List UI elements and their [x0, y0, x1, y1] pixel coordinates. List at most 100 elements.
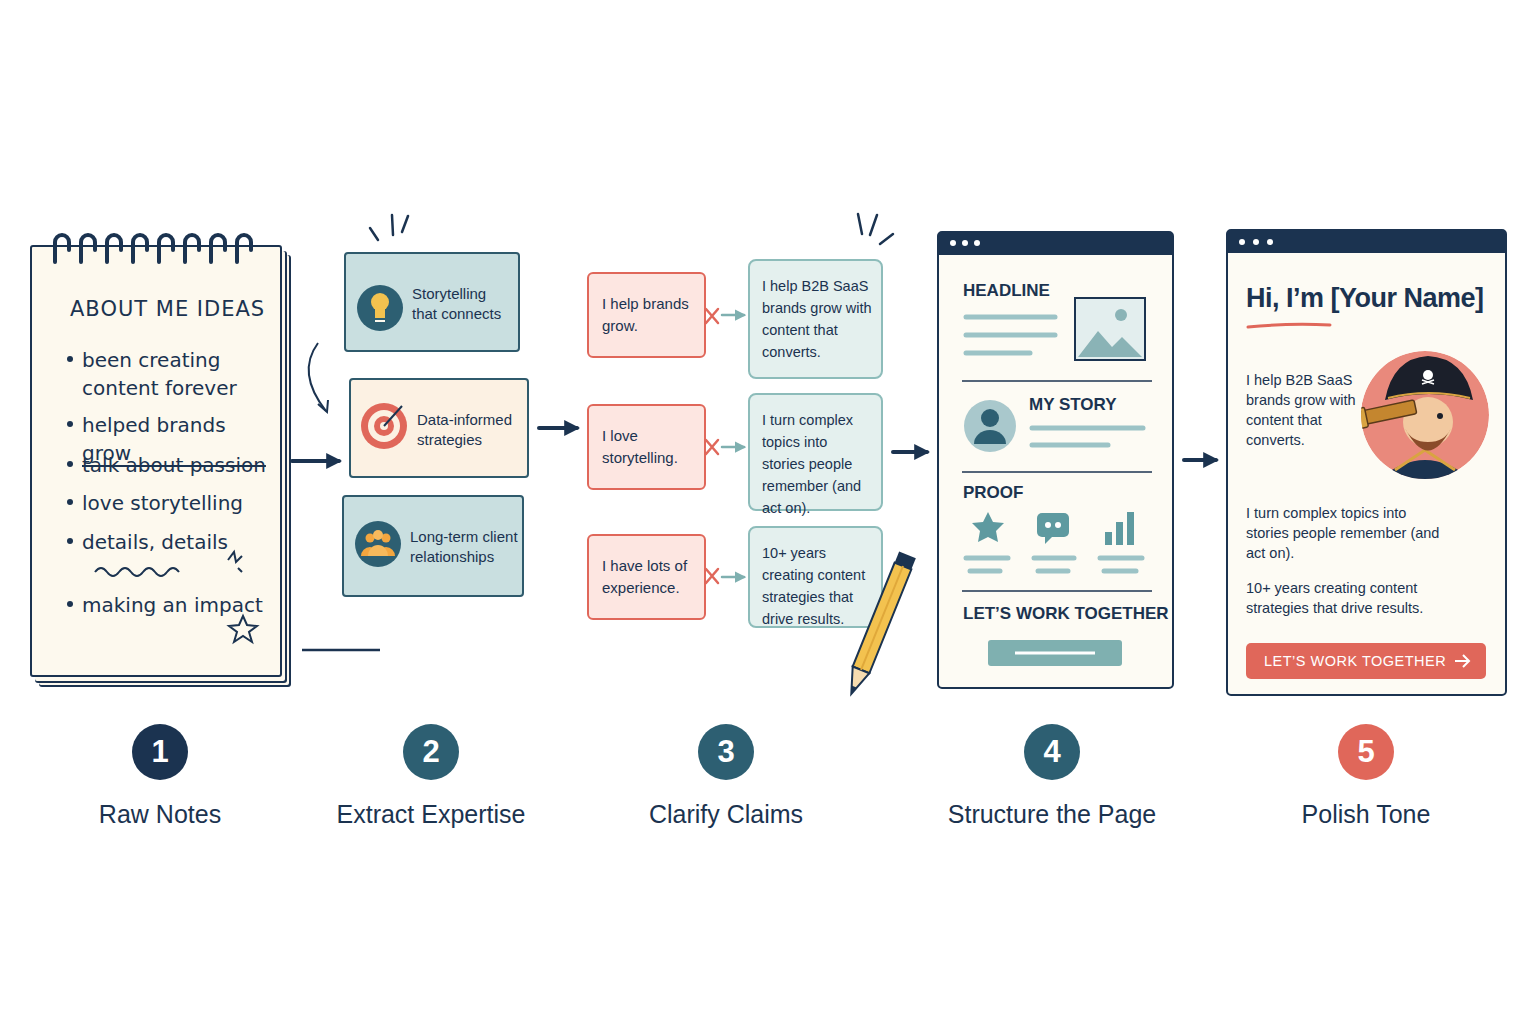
coat-trim: [1395, 450, 1455, 470]
section-label: PROOF: [963, 483, 1023, 503]
claim-text: I help B2B SaaS brands grow with content…: [762, 275, 874, 363]
flow-arrow: [722, 446, 744, 449]
window-dots: [950, 239, 1273, 246]
telescope: [1355, 397, 1418, 429]
ring: [159, 235, 173, 262]
flow-arrow: [1184, 458, 1216, 462]
step-label: Raw Notes: [99, 800, 221, 829]
note-item: love storytelling: [82, 489, 277, 517]
step-number: 5Polish Tone: [1338, 724, 1394, 780]
expertise-card: Storytelling that connects: [344, 252, 520, 352]
x-mark: [706, 309, 718, 323]
flow-arrow: [722, 576, 744, 579]
person-body: [368, 545, 388, 556]
crossed-note: talk about passion: [82, 451, 277, 479]
note-item: making an impact: [82, 591, 277, 619]
divider: [962, 471, 1152, 473]
clear-claim: 10+ years creating content strategies th…: [748, 526, 883, 628]
notebook-heading: ABOUT ME IDEAS: [70, 297, 265, 321]
avatar-disc: [964, 400, 1016, 452]
target-ring: [361, 403, 407, 449]
placeholder-line: [1034, 556, 1074, 561]
note-item: been creating content forever: [82, 346, 247, 402]
window-dot: [974, 240, 980, 246]
step-number: 3Clarify Claims: [698, 724, 754, 780]
placeholder-line: [966, 315, 1055, 320]
star-doodle: [229, 616, 257, 642]
quote-bubble: [1037, 513, 1069, 537]
page-wireframe: HEADLINEMY STORYPROOFLET’S WORK TOGETHER: [937, 231, 1174, 689]
flow-arrow: [893, 450, 927, 454]
target-icon: [361, 403, 407, 449]
claim-text: I help brands grow.: [602, 293, 698, 337]
window-dot: [1239, 239, 1245, 245]
pirate-hat: [1385, 356, 1473, 400]
hat-trim: [1388, 393, 1470, 398]
vague-claim: I love storytelling.: [587, 404, 706, 490]
placeholder-line: [970, 569, 1000, 574]
section-label: HEADLINE: [963, 281, 1050, 301]
bar: [1116, 522, 1123, 545]
ring: [133, 235, 147, 262]
curved-arrow-head: [318, 400, 328, 412]
bulb-glass: [371, 293, 389, 311]
pencil: [843, 552, 916, 698]
portrait-disc: [1361, 351, 1489, 479]
pirate-beard: [1405, 428, 1451, 451]
quote-mark: [1055, 522, 1061, 528]
star-icon: [972, 512, 1004, 542]
sparkle: [370, 214, 893, 244]
button-line: [1015, 652, 1095, 655]
underline-stroke: [302, 649, 380, 652]
button-arrow: [1455, 655, 1469, 667]
bar: [1105, 532, 1112, 545]
sparkle-line: [402, 216, 408, 232]
pencil-eraser: [895, 552, 916, 570]
expertise-card: Data-informed strategies: [349, 378, 529, 478]
step-number: 2Extract Expertise: [403, 724, 459, 780]
scribble: [228, 552, 242, 572]
card-text: Data-informed strategies: [417, 410, 522, 450]
quote-mark: [1045, 522, 1051, 528]
bulb-thread: [375, 320, 385, 322]
step-number-text: 1: [132, 724, 188, 780]
sparkle-line: [870, 215, 877, 235]
window-dot: [1267, 239, 1273, 245]
step-number-text: 5: [1338, 724, 1394, 780]
bullet-dots: [67, 356, 73, 607]
bullet: [67, 538, 73, 544]
pirate-face: [1403, 397, 1453, 447]
sun-icon: [1115, 309, 1127, 321]
step-number-text: 3: [698, 724, 754, 780]
flow-arrow: [722, 314, 744, 317]
ring: [237, 235, 251, 262]
sparkle-line: [370, 228, 378, 240]
step-number-text: 4: [1024, 724, 1080, 780]
mountain-icon: [1078, 331, 1142, 357]
placeholder-line: [966, 556, 1008, 561]
step-label: Clarify Claims: [649, 800, 803, 829]
people-icon: [355, 521, 401, 567]
expertise-card: Long-term client relationships: [342, 495, 524, 597]
claim-text: I love storytelling.: [602, 425, 698, 469]
sparkle-line: [858, 214, 862, 234]
bulb-base: [375, 309, 385, 318]
placeholder-line: [966, 351, 1030, 356]
step-label: Extract Expertise: [337, 800, 526, 829]
reject-marks: [706, 309, 718, 583]
placeholder-line: [1104, 569, 1136, 574]
pirate-eye: [1437, 413, 1443, 419]
cta-button: LET’S WORK TOGETHER: [1246, 643, 1486, 679]
note-item: details, details: [82, 528, 277, 556]
placeholder-line: [1100, 556, 1142, 561]
target-ring: [380, 422, 388, 430]
button-placeholder: [988, 640, 1122, 666]
ring: [107, 235, 121, 262]
step-number: 4Structure the Page: [1024, 724, 1080, 780]
pencil-lead: [849, 685, 858, 695]
person-head: [366, 534, 375, 543]
vague-claim: I have lots of experience.: [587, 534, 706, 620]
flow-arrow: [539, 426, 577, 430]
placeholder-line: [1032, 426, 1143, 431]
person-head: [373, 530, 383, 540]
